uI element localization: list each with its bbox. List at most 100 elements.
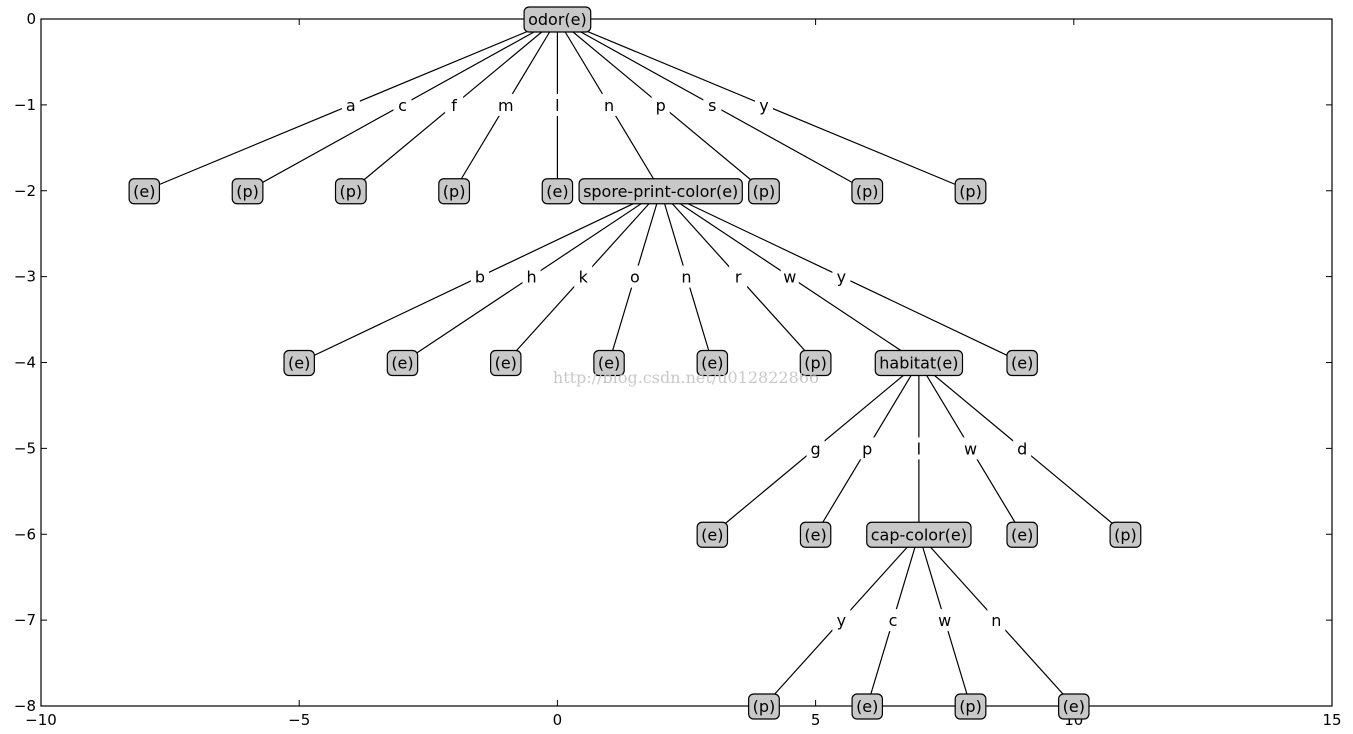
edge-label: m: [498, 96, 514, 115]
x-tick-label: −5: [288, 711, 310, 729]
node-box: [748, 693, 780, 720]
node-box: [799, 521, 832, 548]
node-box: [799, 349, 832, 377]
node-label: (p): [340, 182, 363, 201]
tree-node: odor(e): [523, 6, 592, 33]
node-box: [696, 521, 729, 548]
node-label: (e): [288, 354, 310, 373]
node-label: cap-color(e): [871, 525, 967, 544]
node-label: (p): [959, 697, 982, 716]
edge-label: l: [555, 96, 559, 115]
node-box: [386, 349, 419, 377]
y-tick-label: −3: [14, 268, 36, 286]
edge-label: d: [1017, 439, 1027, 458]
edge-label: f: [451, 96, 457, 115]
tree-node: (e): [1006, 349, 1038, 377]
node-label: (p): [1114, 525, 1137, 544]
node-box: [578, 178, 743, 205]
edge-label-bg: [884, 609, 903, 632]
edge-label: k: [579, 268, 589, 287]
tree-node: (p): [954, 178, 987, 205]
node-box: [954, 693, 987, 720]
y-tick-label: −8: [14, 697, 36, 715]
edge-label: o: [630, 268, 640, 287]
edge-label-bg: [832, 265, 851, 288]
edge-label-bg: [832, 609, 851, 632]
edge-label-bg: [651, 93, 670, 116]
node-box: [283, 349, 315, 377]
edge-label-bg: [729, 265, 748, 288]
node-label: (e): [598, 354, 620, 373]
edge-label-bg: [806, 437, 825, 460]
node-label: (e): [701, 525, 723, 544]
tree-node: (p): [799, 349, 832, 377]
node-box: [541, 178, 574, 205]
y-tick-label: −2: [14, 182, 36, 200]
edge-label: w: [964, 439, 977, 458]
edge-label-bg: [470, 265, 489, 288]
node-label: (p): [959, 182, 982, 201]
node-box: [334, 178, 367, 205]
edge-label-bg: [677, 265, 696, 288]
node-label: habitat(e): [879, 354, 958, 373]
node-label: (e): [546, 182, 568, 201]
y-tick-label: −7: [14, 611, 36, 629]
tree-node: spore-print-color(e): [578, 178, 743, 205]
edge-label: y: [837, 268, 846, 287]
node-label: (e): [1011, 525, 1033, 544]
edge-label: s: [708, 96, 716, 115]
tree-node: (p): [1109, 521, 1142, 548]
edge-label-bg: [625, 265, 644, 288]
tree-node: (e): [1058, 693, 1090, 720]
node-box: [851, 693, 884, 720]
edge-label: w: [938, 611, 951, 630]
edge-label: w: [783, 268, 796, 287]
tree-node: (e): [489, 349, 522, 377]
edge-label: p: [862, 439, 872, 458]
edge-label-bg: [341, 93, 360, 116]
x-tick-label: 15: [1322, 711, 1341, 729]
edge-label-bg: [393, 93, 412, 116]
edge-label-bg: [909, 437, 928, 460]
edge-label-bg: [780, 265, 799, 288]
y-tick-label: −1: [14, 96, 36, 114]
edge-label: c: [889, 611, 898, 630]
edge-label-bg: [987, 609, 1006, 632]
node-label: (e): [495, 354, 517, 373]
node-label: (e): [701, 354, 723, 373]
node-label: (e): [133, 182, 155, 201]
tree-node: (e): [1006, 521, 1038, 548]
node-box: [593, 349, 625, 377]
edge-label-bg: [754, 93, 773, 116]
tree-node: (p): [954, 693, 987, 720]
tree-node: cap-color(e): [866, 521, 972, 548]
node-box: [874, 349, 964, 377]
edge-label: y: [759, 96, 768, 115]
edge-label: c: [398, 96, 407, 115]
edge-label-bg: [961, 437, 980, 460]
edge-label: y: [837, 611, 846, 630]
tree-node: (p): [851, 178, 884, 205]
node-box: [696, 349, 729, 377]
node-box: [748, 178, 780, 205]
tree-node: habitat(e): [874, 349, 964, 377]
edge-label: l: [917, 439, 921, 458]
tree-node: (e): [851, 693, 884, 720]
x-tick-label: 5: [811, 711, 821, 729]
watermark-text: http://blog.csdn.net/u012822866: [553, 368, 819, 387]
tree-node: (p): [438, 178, 471, 205]
y-tick-label: −5: [14, 439, 36, 457]
x-tick-label: 0: [553, 711, 563, 729]
node-label: (p): [804, 354, 827, 373]
edge-label-bg: [1013, 437, 1032, 460]
tree-node: (e): [541, 178, 574, 205]
tree-node: (e): [696, 521, 729, 548]
node-label: odor(e): [528, 10, 587, 29]
node-box: [231, 178, 264, 205]
y-tick-label: 0: [26, 10, 36, 28]
node-box: [1006, 521, 1038, 548]
plot-frame: [40, 18, 1333, 707]
node-label: (e): [1011, 354, 1033, 373]
